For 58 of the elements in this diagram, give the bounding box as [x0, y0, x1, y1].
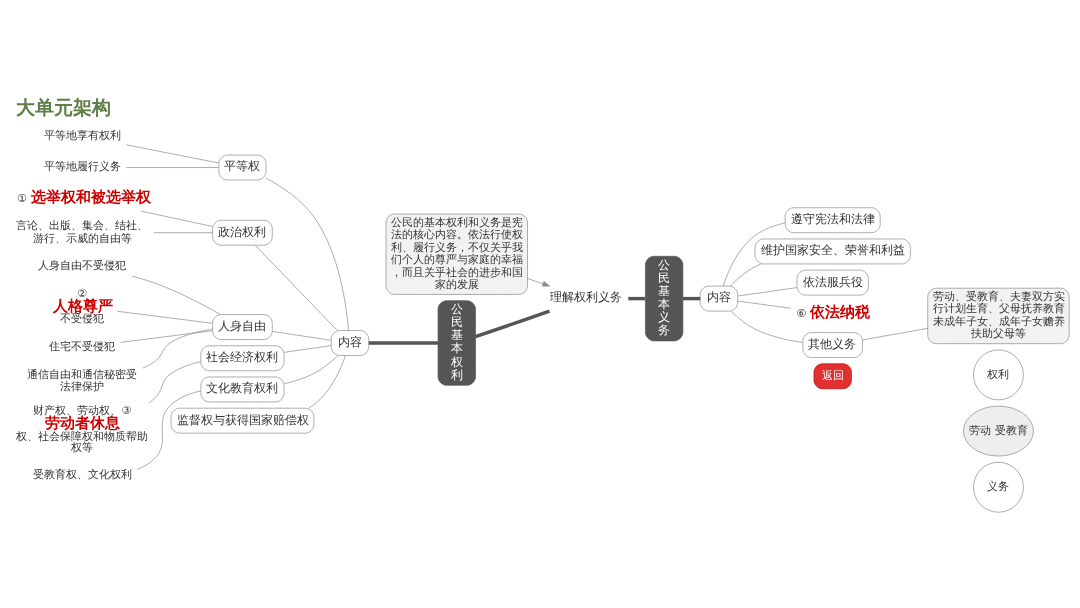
- connector: [141, 210, 213, 227]
- node-box: 维护国家安全、荣誉和利益: [754, 238, 911, 264]
- connector: [283, 344, 332, 353]
- node-box: 平等权: [218, 154, 267, 180]
- node-text: 言论、出版、集会、结社、游行、示威的自由等: [16, 218, 149, 245]
- node-circle: 权利: [973, 349, 1024, 400]
- node-box: 其他义务: [802, 331, 863, 358]
- node-box: 公民基本义务: [645, 255, 684, 341]
- connector: [148, 360, 202, 403]
- connector: [126, 166, 220, 168]
- node-text: 财产权、劳动权、③ 劳动者休息 权、社会保障权和物质帮助权等: [16, 403, 149, 454]
- node-box: 公民的基本权利和义务是宪法的核心内容。依法行使权利、履行义务，不仅关乎我们个人的尊严与家庭的幸福，而且关乎社会的进步和国家的发展: [385, 213, 528, 295]
- arrow: [527, 277, 550, 286]
- node-text: ② 人格尊严 不受侵犯: [52, 286, 113, 325]
- connector: [862, 327, 929, 340]
- connector: [475, 309, 551, 338]
- node-text: 受教育权、文化权利: [33, 467, 132, 481]
- diagram-title: 大单元架构: [16, 95, 112, 119]
- node-text: ① 选举权和被选举权: [16, 187, 151, 205]
- node-text: 通信自由和通信秘密受法律保护: [27, 367, 138, 393]
- node-text: 平等地履行义务: [43, 159, 121, 173]
- connector: [730, 263, 762, 286]
- node-text: 住宅不受侵犯: [49, 339, 116, 353]
- node-box: 劳动、受教育、夫妻双方实行计划生育、父母抚养教育未成年子女、成年子女赡养扶助父母等: [927, 287, 1070, 344]
- connector: [737, 300, 791, 309]
- connector: [737, 286, 798, 296]
- connector: [142, 328, 213, 368]
- node-box: 人身自由: [212, 313, 273, 340]
- connector: [272, 330, 332, 341]
- connector: [136, 390, 202, 470]
- connector: [254, 244, 338, 331]
- connector: [722, 222, 786, 286]
- label: 返回: [821, 368, 844, 382]
- connector: [368, 340, 438, 345]
- connector: [120, 329, 213, 343]
- node-text: 人身自由不受侵犯: [38, 258, 127, 272]
- connector: [153, 231, 213, 233]
- node-text: ⑥ 依法纳税: [796, 302, 871, 320]
- connector: [117, 310, 213, 324]
- connector: [131, 275, 221, 315]
- connector: [265, 177, 349, 331]
- node-box: 公民基本权利: [437, 299, 476, 386]
- connector: [283, 354, 338, 384]
- node-box: 依法服兵役: [796, 269, 869, 295]
- node-ellipse: 劳动 受教育: [963, 405, 1034, 456]
- node-box: 监督权与获得国家赔偿权: [170, 407, 315, 433]
- connector: [126, 144, 220, 163]
- node-circle: 义务: [973, 461, 1024, 513]
- node-box: 内容: [330, 329, 370, 356]
- node-box: 政治权利: [212, 219, 273, 246]
- connector: [730, 310, 804, 343]
- node-text: 理解权利义务: [550, 289, 623, 304]
- node-box: 遵守宪法和法律: [784, 206, 881, 233]
- node-box: 社会经济权利: [200, 344, 285, 371]
- node-box: 文化教育权利: [200, 376, 285, 402]
- connector: [308, 354, 346, 408]
- node-box: 内容: [699, 285, 738, 311]
- node-text: 平等地享有权利: [43, 128, 121, 142]
